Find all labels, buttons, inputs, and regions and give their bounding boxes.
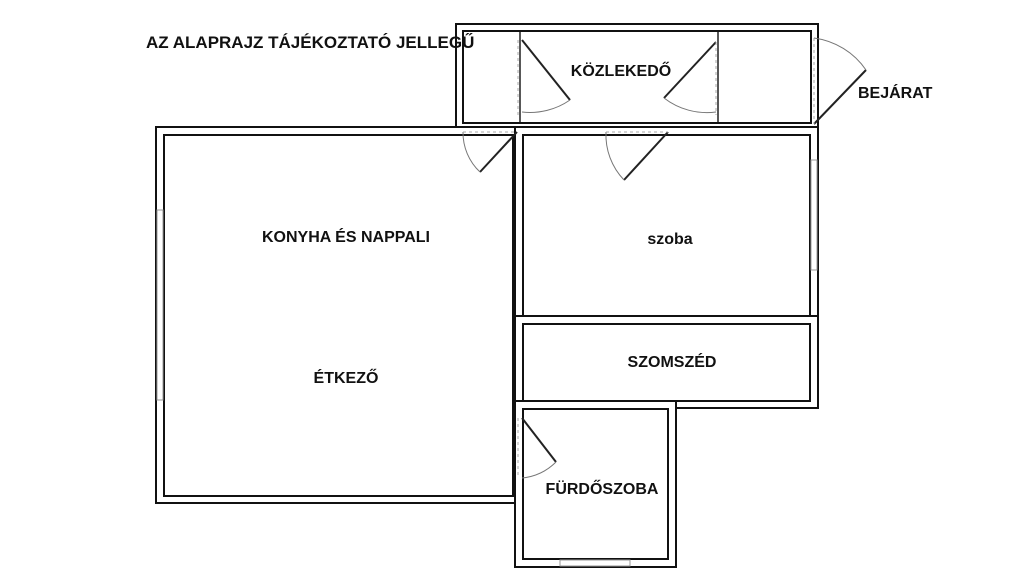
plan-note: AZ ALAPRAJZ TÁJÉKOZTATÓ JELLEGŰ (146, 33, 474, 52)
label-dining: ÉTKEZŐ (314, 368, 379, 387)
door-corridor-left (521, 39, 571, 101)
neighbour-wall (514, 315, 819, 409)
label-kitchen-living: KONYHA ÉS NAPPALI (262, 227, 430, 246)
doors (462, 37, 867, 479)
door-kitchen-arc (462, 131, 481, 173)
door-corridor-left-arc (521, 99, 571, 113)
door-entrance-arc (813, 37, 867, 71)
door-corridor-right-arc (663, 97, 717, 114)
window-kitchen (156, 209, 164, 401)
label-bathroom: FÜRDŐSZOBA (546, 479, 659, 498)
door-kitchen (479, 131, 518, 173)
door-room (623, 131, 669, 181)
windows (156, 159, 818, 567)
labels: AZ ALAPRAJZ TÁJÉKOZTATÓ JELLEGŰ KÖZLEKED… (146, 33, 933, 498)
label-room: szoba (647, 231, 692, 248)
label-neighbour: SZOMSZÉD (628, 352, 717, 371)
walls (155, 23, 819, 568)
window-bathroom (559, 559, 631, 567)
bathroom-wall (514, 400, 677, 568)
door-bathroom (521, 417, 557, 463)
kitchen-wall (155, 126, 521, 504)
door-bathroom-arc (521, 461, 557, 479)
label-corridor: KÖZLEKEDŐ (571, 61, 671, 80)
room-wall (514, 126, 819, 323)
window-room (810, 159, 818, 271)
door-entrance (813, 69, 867, 125)
door-room-arc (605, 131, 625, 181)
door-corridor-right (663, 41, 717, 99)
label-entrance: BEJÁRAT (858, 83, 933, 102)
